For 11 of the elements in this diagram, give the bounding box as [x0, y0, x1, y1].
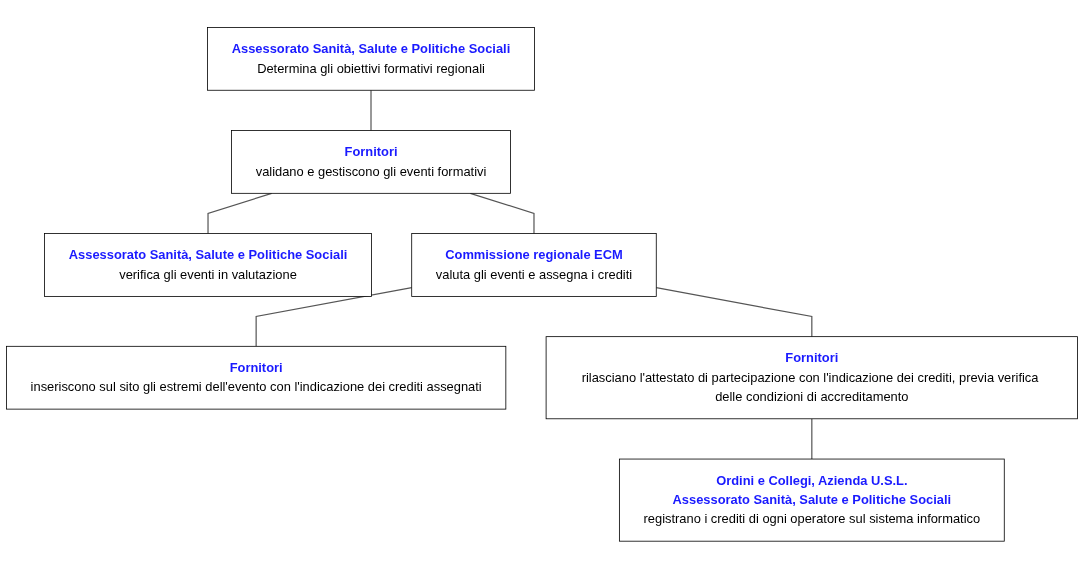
connector [370, 89, 372, 131]
node-box: Fornitori rilasciano l'attestato di partecipazione con l'indicazione dei crediti, previa verifica delle condizioni di accreditamento [545, 335, 1078, 419]
node-box: Assessorato Sanità, Salute e Politiche Sociali Determina gli obiettivi formativi regionali [207, 26, 535, 91]
node-box: Assessorato Sanità, Salute e Politiche Sociali verifica gli eventi in valutazione [44, 232, 372, 297]
node-box: Commissione regionale ECM valuta gli eventi e assegna i crediti [411, 232, 657, 297]
connector [811, 417, 813, 460]
node-box: Fornitori validano e gestiscono gli eventi formativi [231, 129, 511, 194]
connector [655, 286, 813, 337]
node-box: Fornitori inseriscono sul sito gli estremi dell'evento con l'indicazione dei crediti assegnati [6, 345, 507, 410]
node-box: Ordini e Collegi, Azienda U.S.L. Assessorato Sanità, Salute e Politiche Sociali registrano i crediti di ogni operatore sul sistema informatico [619, 458, 1005, 542]
connector [255, 286, 413, 347]
